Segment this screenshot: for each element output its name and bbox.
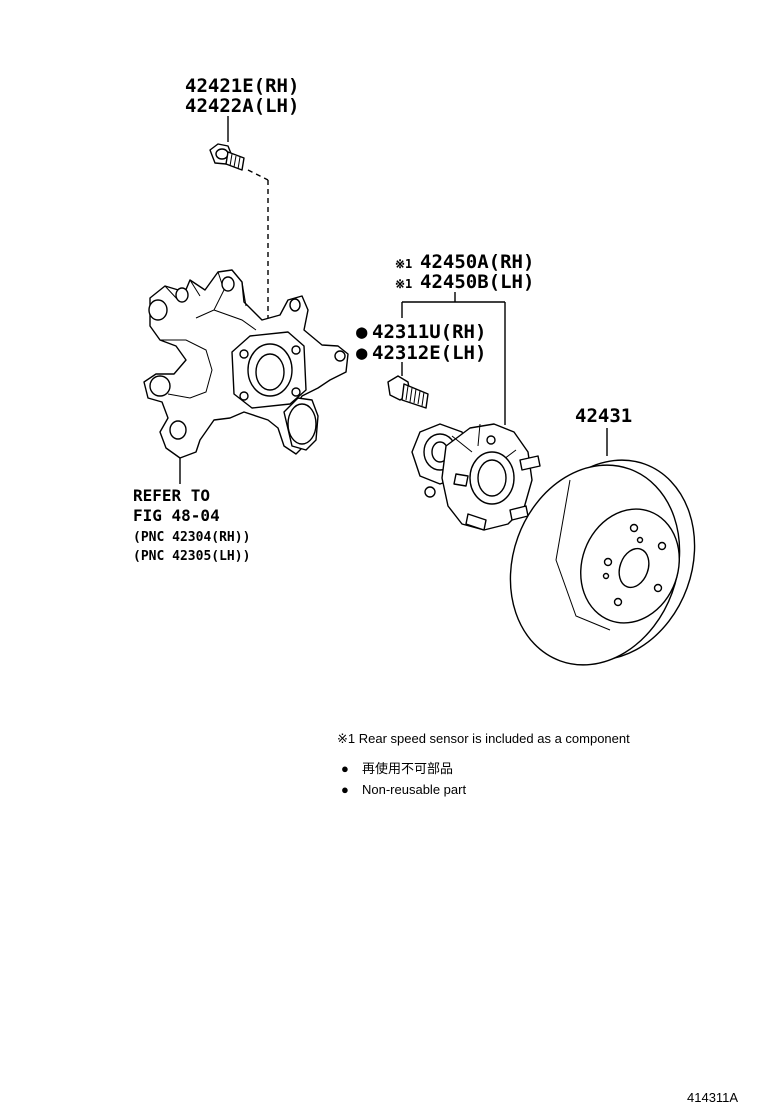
sensor-note: ※1 Rear speed sensor is included as a co… bbox=[337, 731, 630, 746]
hub-bearing-assembly bbox=[411, 423, 541, 531]
hub-bolt bbox=[387, 375, 429, 409]
callout-knuckle-bolt-rh: 42421E(RH) bbox=[185, 75, 299, 97]
callout-hub-rh: 42450A(RH) bbox=[420, 251, 534, 273]
knuckle-bolt bbox=[209, 143, 245, 171]
steering-knuckle bbox=[143, 269, 349, 459]
brake-disc bbox=[509, 459, 696, 666]
callout-hub-lh: 42450B(LH) bbox=[420, 271, 534, 293]
non-reusable-jp: 再使用不可部品 bbox=[362, 761, 453, 776]
callout-hub-bolt-rh: 42311U(RH) bbox=[372, 321, 486, 343]
dashed-bolt-path-a bbox=[247, 169, 269, 181]
en-bullet: ● bbox=[341, 782, 349, 797]
refer-line-2: FIG 48-04 bbox=[133, 506, 220, 525]
sensor-mark-rh: ※1 bbox=[395, 257, 412, 271]
sensor-mark-lh: ※1 bbox=[395, 277, 412, 291]
callout-hub-bolt-lh: 42312E(LH) bbox=[372, 342, 486, 364]
jp-bullet: ● bbox=[341, 761, 349, 776]
figure-id: 414311A bbox=[687, 1090, 738, 1105]
non-reusable-bullet-rh: ● bbox=[356, 321, 368, 343]
non-reusable-en: Non-reusable part bbox=[362, 782, 466, 797]
callout-knuckle-bolt-lh: 42422A(LH) bbox=[185, 95, 299, 117]
leader-hub bbox=[401, 292, 506, 425]
callout-disc: 42431 bbox=[575, 405, 632, 427]
refer-line-4: (PNC 42305(LH)) bbox=[133, 549, 250, 564]
refer-line-3: (PNC 42304(RH)) bbox=[133, 530, 250, 545]
refer-line-1: REFER TO bbox=[133, 486, 210, 505]
non-reusable-bullet-lh: ● bbox=[356, 342, 368, 364]
